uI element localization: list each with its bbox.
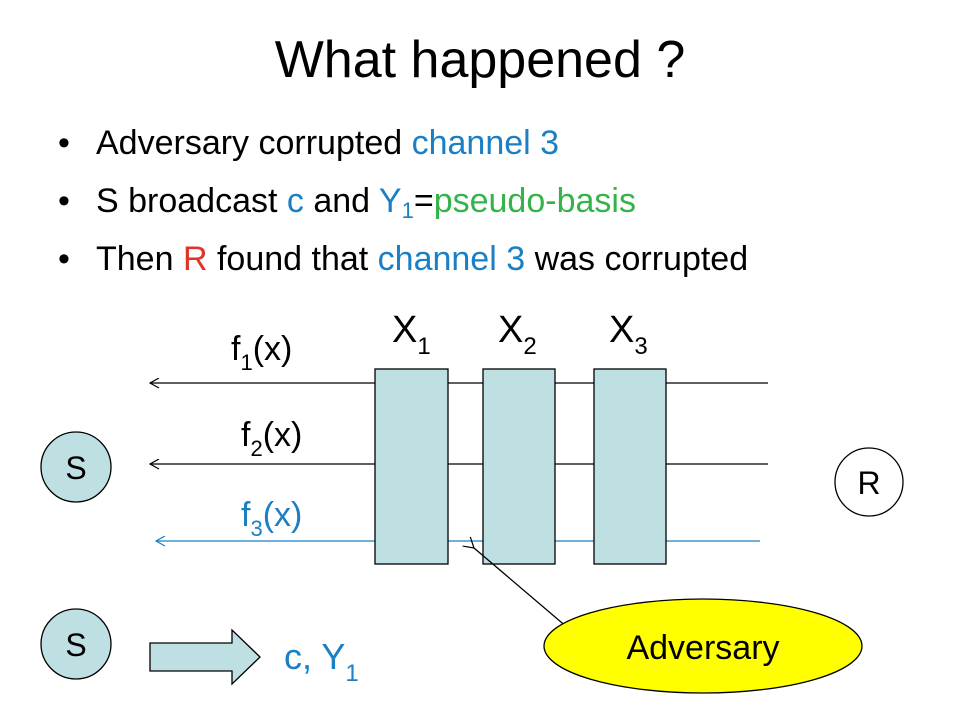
- bullet-text-part: channel 3: [411, 124, 560, 162]
- bullet-dot-icon: •: [58, 124, 70, 162]
- sender-node: [40, 431, 112, 503]
- bullet-item: • S broadcast c and Y1=pseudo-basis: [58, 178, 748, 236]
- bullet-text-part: Then: [96, 240, 183, 278]
- bullet-list: • Adversary corrupted channel 3 • S broadc…: [58, 120, 748, 294]
- broadcast-sender-label: S: [65, 627, 86, 663]
- bullet-dot-icon: •: [58, 182, 70, 220]
- bullet-text-part: S broadcast: [96, 182, 287, 220]
- bullet-text-part: found that: [207, 240, 378, 278]
- adversary-label: Adversary: [626, 629, 779, 667]
- receiver-label: R: [857, 465, 880, 501]
- block-label-x3: X3: [609, 309, 648, 360]
- block-label-x2: X2: [498, 309, 537, 360]
- bullet-text-part: was corrupted: [525, 240, 749, 278]
- block-x3: [593, 368, 667, 565]
- bullet-text-part: c: [286, 182, 304, 220]
- block-label-x1: X1: [392, 309, 431, 360]
- block-x2: [482, 368, 556, 565]
- broadcast-arrow-icon: [149, 628, 261, 686]
- channel-label-3: f3(x): [241, 496, 302, 541]
- bullet-text: Adversary corrupted channel 3: [96, 124, 559, 162]
- bullet-text-part: =: [413, 182, 434, 220]
- adversary-pointer: [474, 548, 569, 629]
- bullet-text-part: channel 3: [377, 240, 526, 278]
- channel-label-1: f1(x): [231, 330, 292, 375]
- bullet-text-part: pseudo-basis: [433, 182, 636, 220]
- bullet-text-part: and: [303, 182, 379, 220]
- receiver-node: [834, 447, 904, 517]
- channel-label-2: f2(x): [241, 416, 302, 461]
- bullet-text-part: Adversary corrupted: [96, 124, 412, 162]
- broadcast-sender-node: [40, 608, 112, 680]
- broadcast-label: c, Y1: [284, 636, 359, 687]
- sender-label: S: [65, 450, 86, 486]
- bullet-text-part: R: [182, 240, 208, 278]
- bullet-text: Then R found that channel 3 was corrupte…: [96, 240, 748, 278]
- adversary-node: [543, 598, 863, 694]
- bullet-item: • Adversary corrupted channel 3: [58, 120, 748, 178]
- bullet-item: • Then R found that channel 3 was corrupt…: [58, 236, 748, 294]
- slide-title: What happened ?: [274, 31, 686, 89]
- block-x1: [374, 368, 449, 565]
- bullet-text-part: Y: [378, 182, 402, 220]
- bullet-dot-icon: •: [58, 240, 70, 278]
- bullet-subscript: 1: [401, 198, 414, 223]
- bullet-text: S broadcast c and Y1=pseudo-basis: [96, 182, 636, 223]
